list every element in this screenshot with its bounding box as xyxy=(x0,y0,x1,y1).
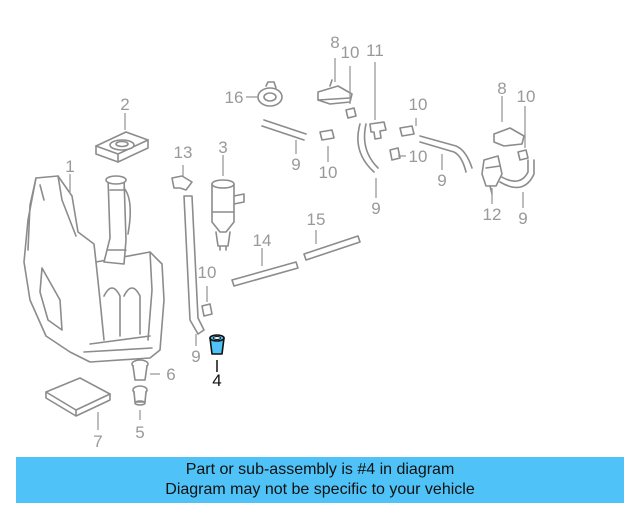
callout-1: 1 xyxy=(65,157,74,176)
callout-10-top: 10 xyxy=(341,43,360,62)
callout-10-left: 10 xyxy=(198,263,217,282)
callout-5: 5 xyxy=(135,423,144,442)
callout-6: 6 xyxy=(166,365,175,384)
ring-16 xyxy=(257,81,283,107)
callout-3: 3 xyxy=(218,138,227,157)
callout-16: 16 xyxy=(225,88,244,107)
hose-9-left xyxy=(183,195,205,335)
callout-9-center: 9 xyxy=(371,199,380,218)
t-connector-11 xyxy=(369,121,387,140)
connectors-10 xyxy=(201,107,529,317)
callout-10-side: 10 xyxy=(409,147,428,166)
callout-4-highlighted[interactable]: 4 xyxy=(212,371,221,390)
callout-10-mid: 10 xyxy=(409,95,428,114)
banner-line-2: Diagram may not be specific to your vehi… xyxy=(165,481,475,498)
washer-reservoir xyxy=(23,175,165,363)
callout-2: 2 xyxy=(120,95,129,114)
tube-14 xyxy=(231,261,299,287)
insulation-pad xyxy=(45,377,111,417)
clip-13 xyxy=(171,175,193,191)
banner-line-1: Part or sub-assembly is #4 in diagram xyxy=(185,461,455,478)
callout-12: 12 xyxy=(483,205,502,224)
jet-8-right xyxy=(493,127,525,147)
tube-15 xyxy=(303,235,361,261)
highlighted-part-4[interactable] xyxy=(209,334,225,355)
callout-9-right: 9 xyxy=(437,171,446,190)
callout-8-left: 8 xyxy=(330,33,339,52)
callout-15: 15 xyxy=(307,210,326,229)
hose-9-right xyxy=(419,135,473,173)
hose-9-upper xyxy=(261,119,307,141)
callout-9-far-right: 9 xyxy=(518,209,527,228)
callout-9-upper: 9 xyxy=(291,155,300,174)
leader-lines xyxy=(69,58,526,430)
callout-13: 13 xyxy=(174,143,193,162)
callout-10-right: 10 xyxy=(517,87,536,106)
callout-11: 11 xyxy=(366,41,384,60)
info-banner: Part or sub-assembly is #4 in diagram Di… xyxy=(16,457,624,503)
hose-9-far-right xyxy=(499,159,535,189)
callout-10-upper: 10 xyxy=(319,163,338,182)
callout-7: 7 xyxy=(93,432,102,451)
callout-8-right: 8 xyxy=(497,79,506,98)
reservoir-cap xyxy=(95,131,149,163)
parts-diagram: 1 2 3 4 5 6 7 8 8 9 9 9 9 9 10 10 10 10 … xyxy=(23,33,535,451)
callout-labels: 1 2 3 4 5 6 7 8 8 9 9 9 9 9 10 10 10 10 … xyxy=(65,33,535,451)
hose-9-center xyxy=(357,123,379,173)
callout-9-left: 9 xyxy=(191,347,200,366)
washer-pump xyxy=(211,179,245,251)
grommet-5 xyxy=(132,385,148,406)
callout-14: 14 xyxy=(253,231,272,250)
jet-8-left xyxy=(317,79,353,105)
grommet-6 xyxy=(131,359,149,381)
